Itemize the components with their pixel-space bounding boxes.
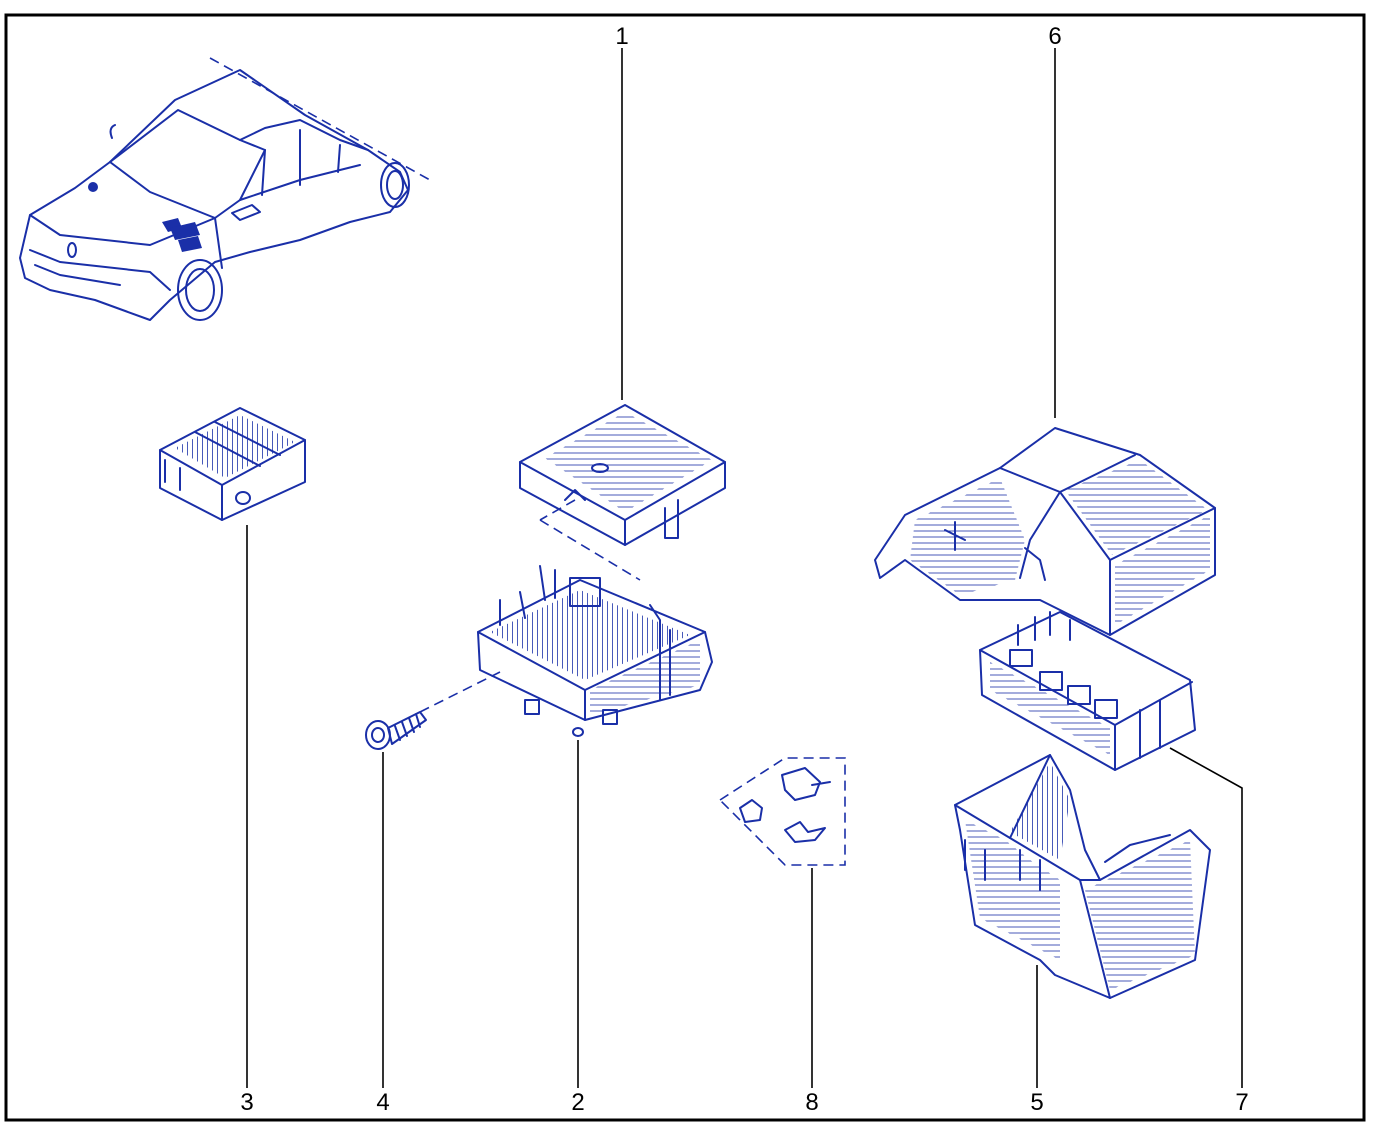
label-part-1: 1 xyxy=(615,23,628,50)
label-part-2: 2 xyxy=(571,1089,584,1116)
part-7-fuse-module xyxy=(979,611,1196,771)
diagram-border xyxy=(4,13,1366,1122)
part-3-relay-holder xyxy=(159,407,306,521)
part-8-clips xyxy=(718,757,846,866)
part-2-fuse-box xyxy=(477,565,713,737)
part-5-base-housing xyxy=(954,754,1211,999)
car-overview-illustration xyxy=(19,57,431,321)
part-6-fuse-box-lid xyxy=(874,427,1216,636)
part-labels: 1 6 3 4 2 8 5 7 xyxy=(240,23,1248,1116)
label-part-6: 6 xyxy=(1048,23,1061,50)
label-part-8: 8 xyxy=(805,1089,818,1116)
label-part-4: 4 xyxy=(376,1089,389,1116)
part-1-fuse-cover-module xyxy=(519,404,726,546)
label-part-7: 7 xyxy=(1235,1089,1248,1116)
label-part-3: 3 xyxy=(240,1089,253,1116)
label-part-5: 5 xyxy=(1030,1089,1043,1116)
leader-lines xyxy=(246,48,1243,1088)
leader-7 xyxy=(1169,747,1243,1088)
part-4-screw xyxy=(365,711,427,750)
